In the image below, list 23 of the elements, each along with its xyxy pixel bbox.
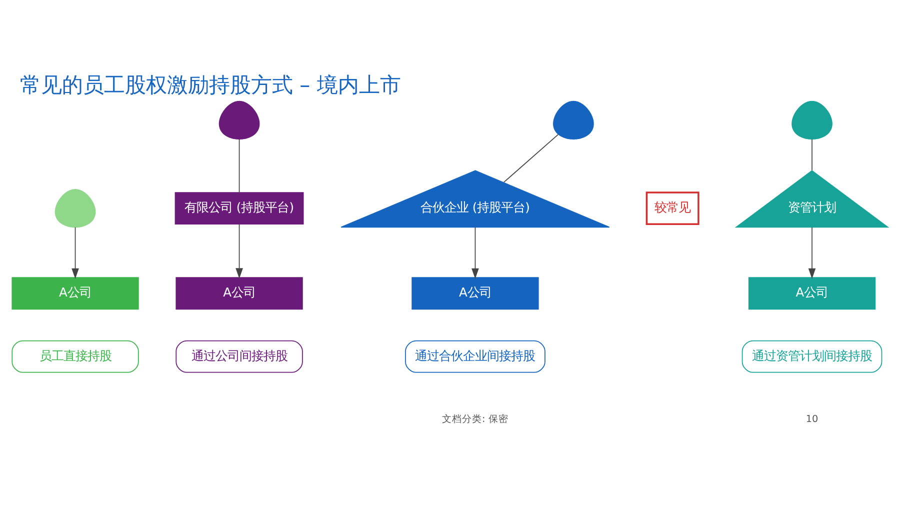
node-person (218, 100, 260, 140)
arrow (472, 226, 479, 279)
label: 较常见 (654, 200, 691, 215)
arrow (236, 224, 243, 279)
connector (238, 138, 240, 193)
node-person (54, 189, 96, 228)
node-box: 通过合伙企业间接持股 (405, 340, 546, 373)
diagram-title: 常见的员工股权激励持股方式 – 境内上市 (20, 72, 401, 97)
node-box: 通过公司间接持股 (176, 340, 303, 373)
node-box: 有限公司 (持股平台) (174, 192, 304, 225)
node-box: A公司 (176, 277, 303, 310)
node-person (792, 100, 832, 140)
label: 文档分类: 保密 (442, 414, 508, 426)
label: 10 (806, 414, 818, 426)
node-box: 员工直接持股 (12, 340, 139, 373)
arrow (72, 226, 79, 279)
node-box: A公司 (748, 277, 876, 310)
connector (503, 134, 559, 183)
node-person (553, 100, 594, 140)
node-box: 通过资管计划间接持股 (742, 340, 882, 373)
node-box: A公司 (12, 277, 139, 310)
node-box: A公司 (412, 277, 539, 310)
arrow (808, 226, 816, 279)
